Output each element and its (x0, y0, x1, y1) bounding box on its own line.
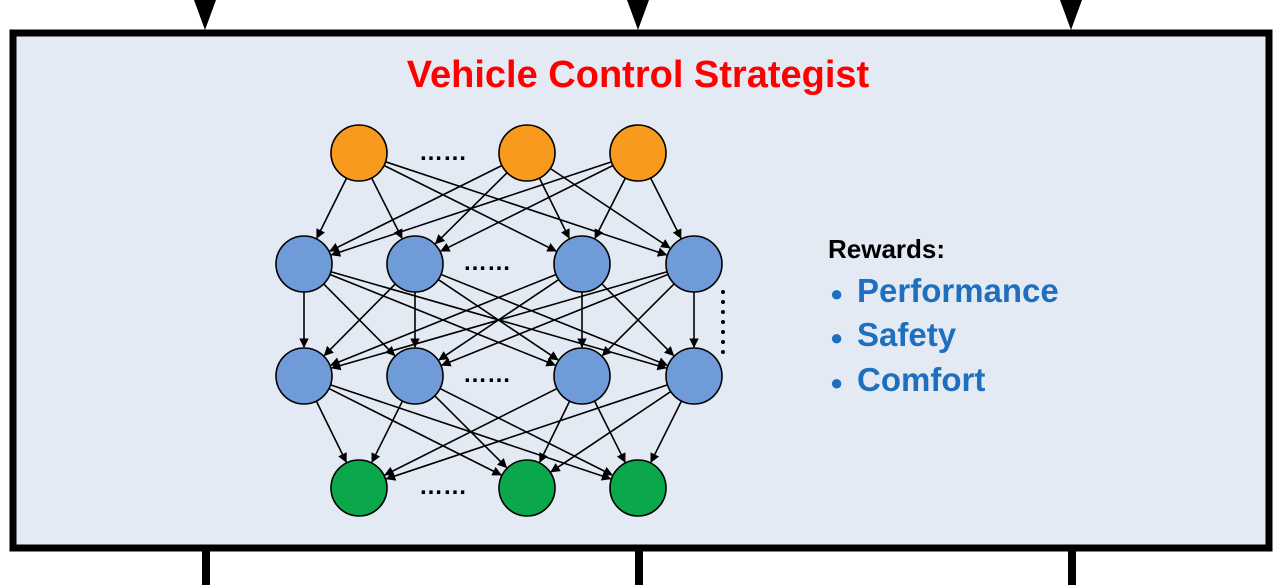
edge-hidden-1-3-to-hidden-2-1 (441, 273, 669, 367)
edge-input-0-to-hidden-1-1 (370, 177, 403, 239)
edge-hidden-1-2-to-hidden-2-0 (330, 273, 557, 367)
output-node-0 (330, 459, 388, 517)
panel-title: Vehicle Control Strategist (407, 54, 870, 96)
outgoing-line-center (635, 551, 643, 585)
edge-hidden-1-3-to-hidden-2-2 (601, 283, 675, 357)
incoming-arrow-right (1060, 0, 1082, 30)
input-node-2 (609, 124, 667, 182)
reward-bullet-2: ● (830, 370, 843, 395)
hidden-layer-2-ellipsis: …… (463, 361, 511, 388)
rewards-list: Rewards: ● Performance ● Safety ● Comfor… (828, 234, 1059, 398)
outgoing-line-right (1068, 551, 1076, 585)
hidden-2-node-0 (275, 347, 333, 405)
input-node-1 (498, 124, 556, 182)
input-node-0 (330, 124, 388, 182)
edge-input-2-to-hidden-1-3 (649, 177, 682, 239)
outgoing-lines (202, 551, 1076, 585)
outgoing-line-left (202, 551, 210, 585)
edge-hidden-2-0-to-output-1 (328, 387, 502, 476)
network-nodes (275, 124, 723, 517)
reward-comfort: Comfort (857, 361, 985, 398)
vertical-layer-ellipsis (721, 290, 725, 354)
hidden-1-node-2 (553, 235, 611, 293)
hidden-1-node-0 (275, 235, 333, 293)
hidden-2-node-1 (386, 347, 444, 405)
edge-hidden-2-3-to-output-0 (385, 384, 668, 481)
edge-hidden-2-2-to-output-1 (539, 400, 571, 463)
hidden-layer-1-ellipsis: …… (463, 249, 511, 276)
edge-hidden-1-1-to-hidden-2-0 (323, 283, 396, 357)
input-layer-ellipsis: …… (419, 139, 467, 166)
edge-input-2-to-hidden-1-1 (440, 164, 614, 252)
edge-input-1-to-hidden-1-2 (538, 177, 570, 239)
output-node-2 (609, 459, 667, 517)
reward-bullet-1: ● (830, 325, 843, 350)
edge-hidden-2-3-to-output-2 (650, 400, 683, 463)
edge-input-2-to-hidden-1-0 (330, 161, 612, 257)
rewards-heading: Rewards: (828, 234, 945, 264)
edge-hidden-2-3-to-output-1 (550, 390, 672, 473)
hidden-1-node-1 (386, 235, 444, 293)
edge-hidden-2-0-to-output-0 (315, 400, 347, 463)
incoming-arrow-center (627, 0, 649, 30)
incoming-arrows (194, 0, 1082, 30)
edge-hidden-1-3-to-hidden-2-0 (330, 270, 668, 371)
edge-input-0-to-hidden-1-0 (316, 177, 348, 239)
reward-safety: Safety (857, 316, 957, 353)
network-edges (299, 161, 699, 481)
edge-hidden-2-2-to-output-0 (384, 387, 558, 476)
edge-input-2-to-hidden-1-2 (594, 177, 627, 239)
output-node-1 (498, 459, 556, 517)
reward-bullet-0: ● (830, 281, 843, 306)
network-ellipses: …… …… …… …… (419, 139, 725, 500)
hidden-2-node-3 (665, 347, 723, 405)
edge-hidden-2-1-to-output-0 (371, 400, 404, 463)
output-layer-ellipsis: …… (419, 473, 467, 500)
reward-performance: Performance (857, 272, 1059, 309)
incoming-arrow-left (194, 0, 216, 30)
edge-input-1-to-hidden-1-0 (329, 164, 503, 252)
hidden-1-node-3 (665, 235, 723, 293)
hidden-2-node-2 (553, 347, 611, 405)
